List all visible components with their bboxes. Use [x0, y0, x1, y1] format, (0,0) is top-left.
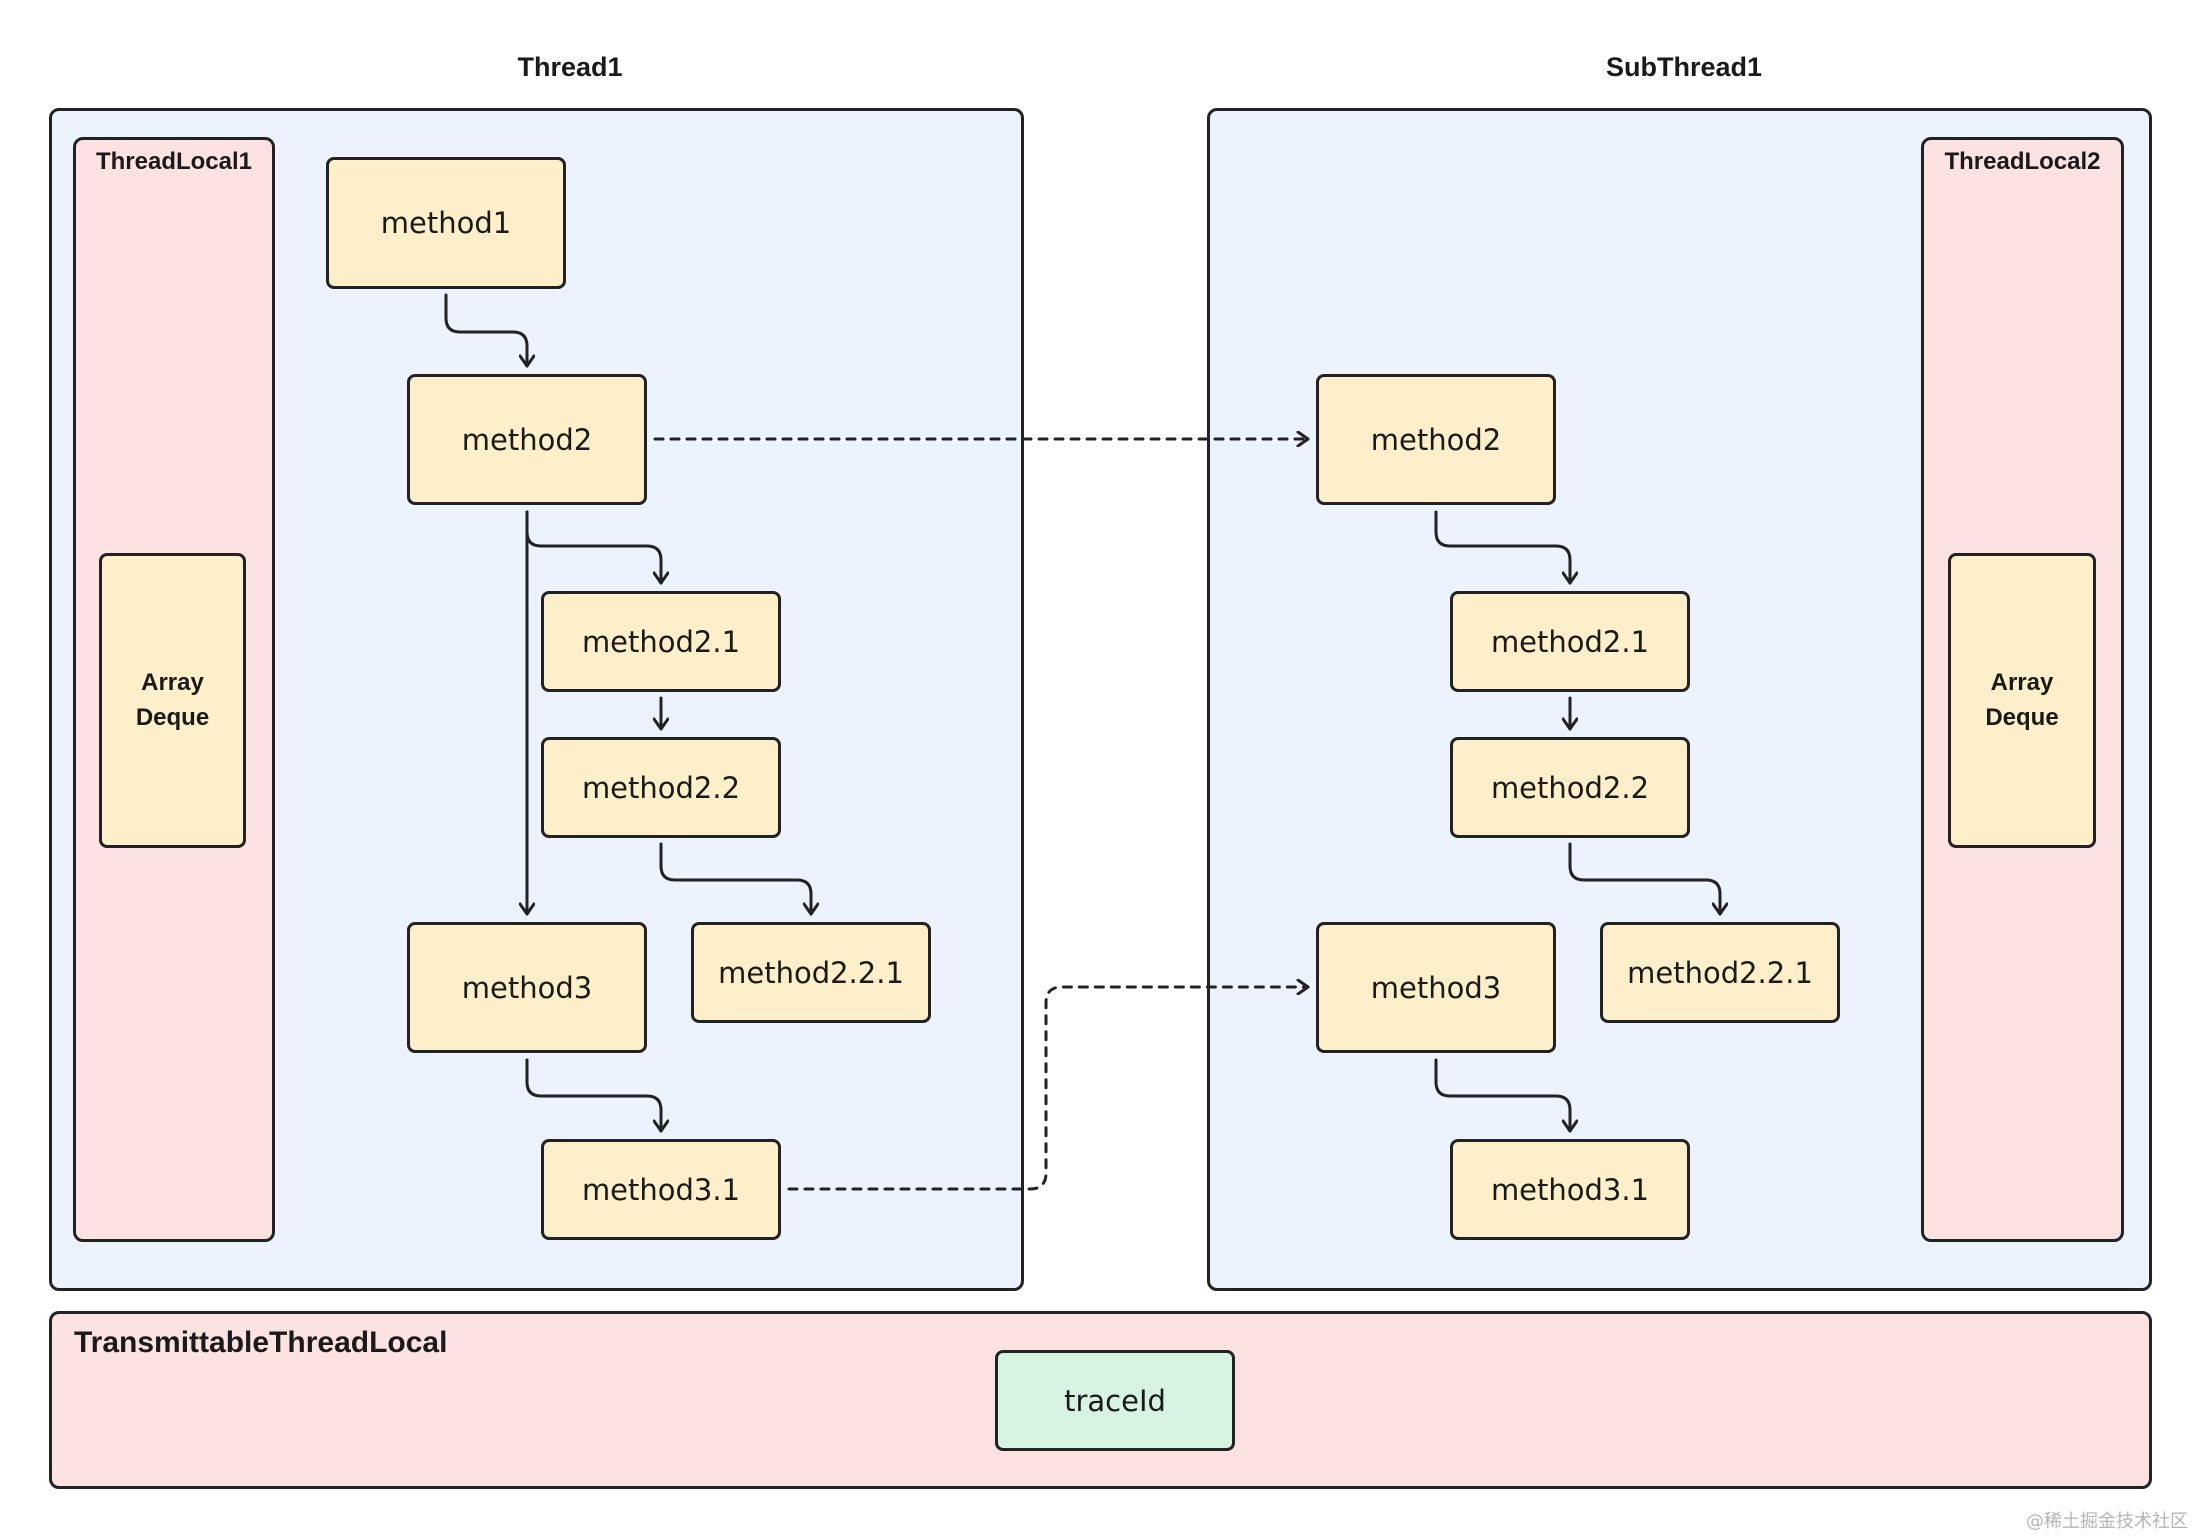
subthread1-node-method2-2-1: method2.2.1: [1600, 922, 1840, 1023]
threadlocal2-label: ThreadLocal2: [1944, 148, 2101, 175]
threadlocal1-array-deque: Array Deque: [99, 553, 246, 848]
thread1-node-method3-1: method3.1: [541, 1139, 781, 1240]
transmittable-threadlocal-label: TransmittableThreadLocal: [74, 1326, 448, 1359]
thread1-node-method1: method1: [326, 157, 566, 289]
thread1-title: Thread1: [517, 52, 623, 82]
deque-label-line1: Array: [1990, 668, 2054, 696]
subthread1-title: SubThread1: [1605, 52, 1763, 82]
threadlocal1-label: ThreadLocal1: [95, 148, 253, 175]
thread1-node-method2-2: method2.2: [541, 737, 781, 838]
deque-label-line1: Array: [141, 668, 204, 696]
subthread1-node-method2: method2: [1316, 374, 1556, 505]
deque-label-line2: Deque: [135, 703, 210, 731]
watermark: @稀土掘金技术社区: [2026, 1511, 2188, 1532]
subthread1-node-method2-1: method2.1: [1450, 591, 1690, 692]
subthread1-node-method3-1: method3.1: [1450, 1139, 1690, 1240]
subthread1-node-method2-2: method2.2: [1450, 737, 1690, 838]
deque-label-line2: Deque: [1985, 703, 2059, 731]
thread1-node-method2-2-1: method2.2.1: [691, 922, 931, 1023]
threadlocal2-array-deque: Array Deque: [1948, 553, 2096, 848]
thread1-node-method2-1: method2.1: [541, 591, 781, 692]
thread1-node-method3: method3: [407, 922, 647, 1053]
trace-id-node: traceId: [995, 1350, 1235, 1451]
thread1-node-method2: method2: [407, 374, 647, 505]
subthread1-node-method3: method3: [1316, 922, 1556, 1053]
